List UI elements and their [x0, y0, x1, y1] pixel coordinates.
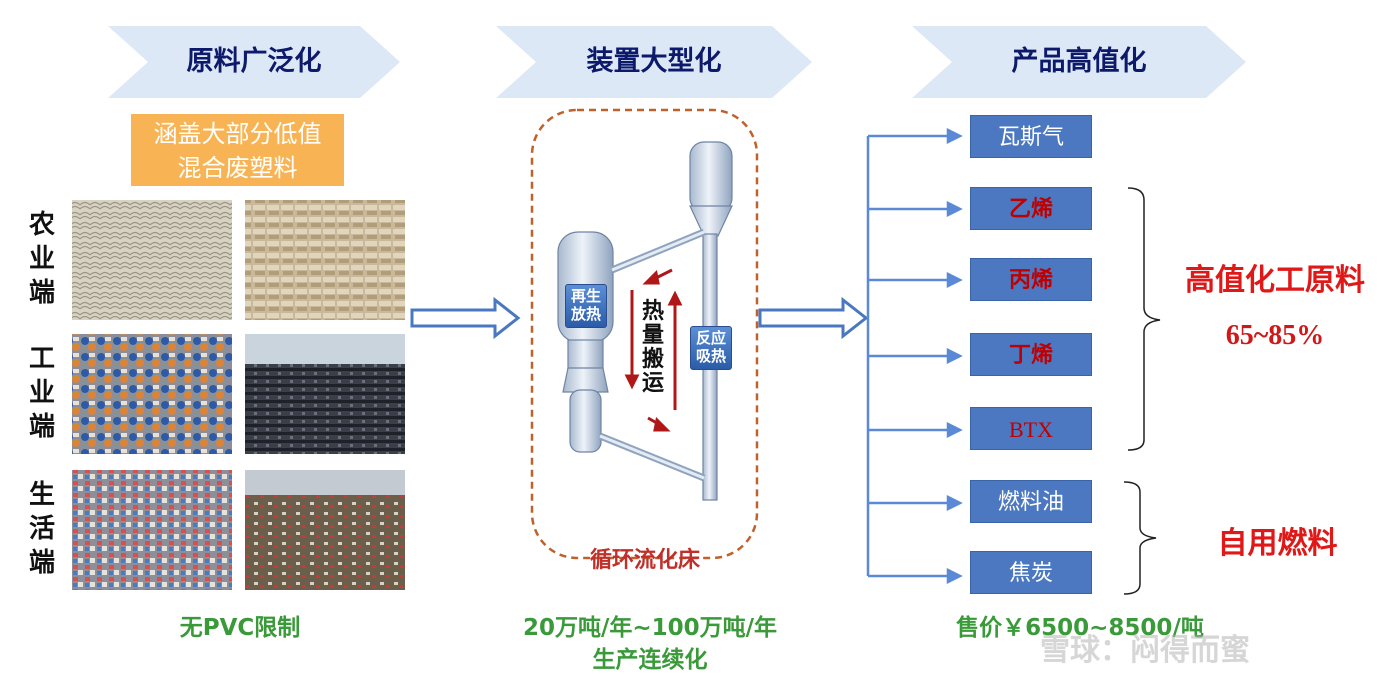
- header-chevron-3: [912, 26, 1246, 98]
- row-label-domestic: 生活端: [28, 480, 55, 578]
- bottom-left-note: 无PVC限制: [179, 615, 301, 641]
- photo-ind-1: [72, 334, 232, 454]
- product-fuel-oil: 燃料油: [970, 480, 1092, 523]
- heat-transfer-label: 热量 搬运: [641, 299, 664, 396]
- flow-arrow-2: [758, 296, 869, 340]
- photo-agri-1: [72, 200, 232, 320]
- high-value-share: 65~85%: [1225, 320, 1325, 351]
- flow-arrow-1: [410, 296, 521, 340]
- regenerator-label: 再生放热: [565, 284, 607, 328]
- product-butylene: 丁烯: [970, 333, 1092, 376]
- bottom-price: 售价￥6500~8500/吨: [956, 615, 1204, 641]
- header-chevron-2: [496, 26, 812, 98]
- product-gas: 瓦斯气: [970, 115, 1092, 158]
- brace-high-value: [1127, 187, 1161, 451]
- header-raw-material: 原料广泛化: [186, 46, 322, 77]
- reactor-label: 反应吸热: [690, 326, 732, 370]
- photo-agri-2: [245, 200, 405, 320]
- raw-material-note: 涵盖大部分低值 混合废塑料: [131, 114, 344, 186]
- fuel-title: 自用燃料: [1217, 526, 1338, 561]
- photo-dom-1: [72, 470, 232, 590]
- product-propylene: 丙烯: [970, 258, 1092, 301]
- row-label-agriculture: 农业端: [28, 210, 55, 308]
- watermark: 雪球：闷得而蜜: [1040, 633, 1250, 668]
- high-value-title: 高值化工原料: [1185, 263, 1365, 298]
- product-btx: BTX: [970, 407, 1092, 450]
- row-label-industry: 工业端: [28, 344, 55, 442]
- product-coke: 焦炭: [970, 551, 1092, 594]
- header-products: 产品高值化: [1011, 46, 1147, 77]
- brace-fuel: [1123, 481, 1157, 595]
- product-ethylene: 乙烯: [970, 187, 1092, 230]
- product-tree: [866, 127, 963, 585]
- header-chevron-1: [108, 26, 400, 98]
- header-equipment: 装置大型化: [586, 46, 722, 77]
- bottom-capacity: 20万吨/年~100万吨/年: [522, 615, 778, 641]
- bottom-continuous: 生产连续化: [592, 647, 708, 673]
- fluidized-bed-caption: 循环流化床: [589, 548, 700, 573]
- heat-transfer-arrows: [624, 268, 683, 432]
- fluidized-bed-frame: [530, 108, 759, 560]
